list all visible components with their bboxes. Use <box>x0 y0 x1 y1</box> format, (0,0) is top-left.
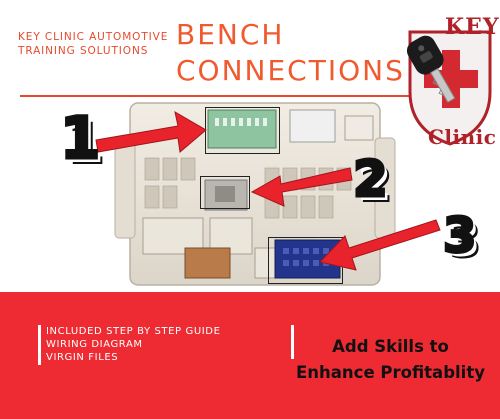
marker-1: 1 <box>58 103 101 174</box>
bottom-banner <box>0 292 500 419</box>
tagline-line-1: Add Skills to <box>332 337 449 356</box>
features-divider <box>38 325 41 365</box>
tagline-divider <box>291 325 294 359</box>
connector-2-highlight <box>200 176 250 209</box>
title-divider <box>20 95 420 97</box>
title-line-2: CONNECTIONS <box>176 54 405 87</box>
marker-3: 3 <box>441 207 477 266</box>
feature-item: WIRING DIAGRAM <box>46 339 143 350</box>
connector-1-highlight <box>205 107 280 154</box>
company-line-2: TRAINING SOLUTIONS <box>18 45 149 57</box>
title-line-1: BENCH <box>176 18 285 51</box>
company-line-1: KEY CLINIC AUTOMOTIVE <box>18 31 169 43</box>
logo-word-top: KEY <box>445 14 500 40</box>
logo-word-bottom: Clinic <box>428 125 497 149</box>
feature-item: VIRGIN FILES <box>46 352 119 363</box>
marker-2: 2 <box>352 149 390 210</box>
car-key-icon <box>406 35 456 103</box>
connector-3-highlight <box>268 237 343 284</box>
tagline-line-2: Enhance Profitablity <box>296 363 485 382</box>
feature-item: INCLUDED STEP BY STEP GUIDE <box>46 326 221 337</box>
